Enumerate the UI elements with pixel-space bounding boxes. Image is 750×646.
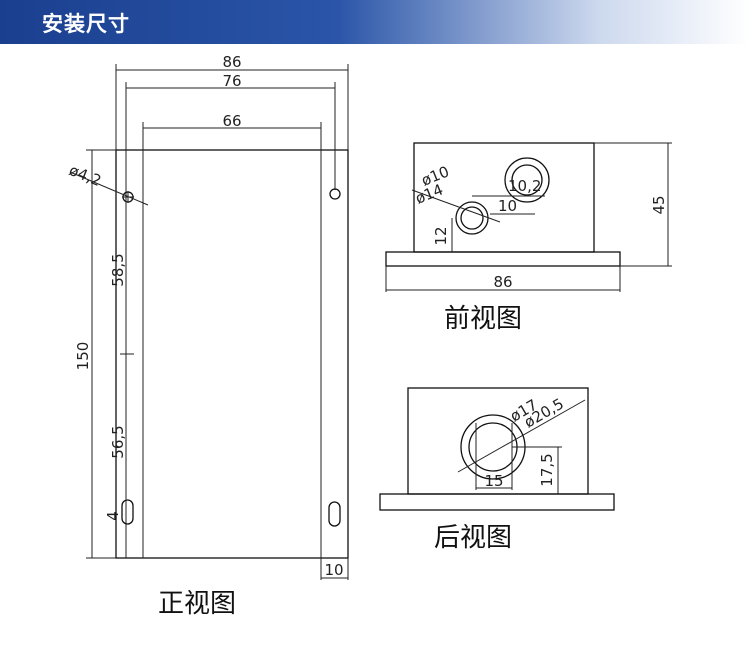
dim-4-text: 4 — [104, 511, 122, 521]
front-view: 86 45 ø10 ø14 10,2 10 12 前视图 — [385, 142, 672, 334]
dim-58-5-text: 58,5 — [109, 253, 127, 286]
dim-45-text: 45 — [650, 195, 668, 214]
front-port-small-inner — [460, 206, 484, 230]
dim-d14-text: ø14 — [413, 180, 446, 207]
front-side-view-label: 前视图 — [444, 304, 522, 334]
header-bar: 安装尺寸 — [0, 0, 750, 44]
hole-leader-line — [69, 171, 149, 206]
front-port-large-outer — [504, 157, 550, 203]
mount-hole-top-right — [329, 188, 341, 200]
mount-slot-bottom-left — [121, 499, 134, 525]
dim-10-text: 10 — [324, 561, 343, 579]
rear-view-label: 后视图 — [434, 523, 512, 553]
mount-slot-bottom-right — [328, 501, 341, 527]
front-view-base — [385, 251, 621, 267]
dim-56-5-text: 56,5 — [109, 425, 127, 458]
main-plate-outline — [115, 149, 349, 559]
rear-view-body — [407, 387, 589, 495]
dim-hole-text: ø4,2 — [67, 161, 104, 190]
section-title: 安装尺寸 — [42, 12, 130, 36]
dim-66-text: 66 — [222, 112, 241, 130]
dim-150-text: 150 — [74, 342, 92, 371]
front-view-label: 正视图 — [158, 589, 236, 619]
front-port-large-inner — [511, 164, 543, 196]
front-view-body — [413, 142, 595, 253]
dim-10-2-text: 10,2 — [508, 177, 541, 195]
rear-view: ø17 ø20,5 15 17,5 后视图 — [379, 387, 615, 553]
front-port-leader — [411, 189, 501, 223]
rear-view-base — [379, 493, 615, 511]
dim-86-text: 86 — [222, 53, 241, 71]
dim-10b-text: 10 — [498, 197, 517, 215]
dim-86b-text: 86 — [493, 273, 512, 291]
main-plate-view: 86 76 66 ø4,2 150 58,5 56,5 4 — [67, 53, 349, 619]
dim-76-text: 76 — [222, 72, 241, 90]
rear-port-leader — [457, 399, 586, 473]
dim-15-text: 15 — [484, 472, 503, 490]
dim-17-5-text: 17,5 — [538, 453, 556, 486]
dim-12-text: 12 — [432, 226, 450, 245]
